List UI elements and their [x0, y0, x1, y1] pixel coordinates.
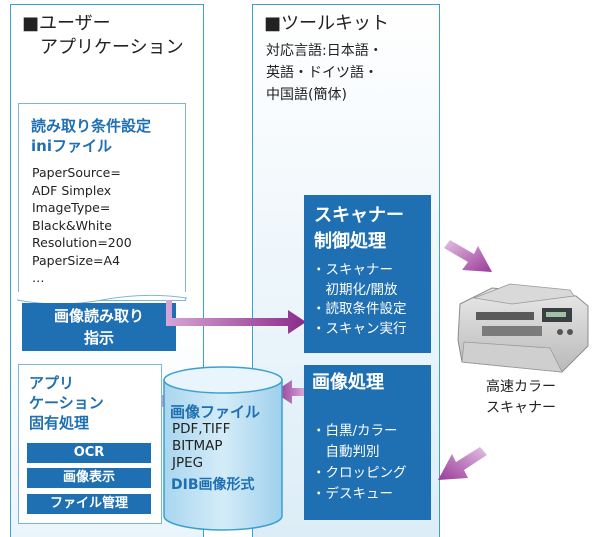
scanner-label: 高速カラー スキャナー [486, 379, 556, 416]
scan-instruction-label: 画像読み取り 指示 [53, 307, 144, 347]
ini-file-document: 読み取り条件設定 iniファイル PaperSource= ADF Simple… [18, 103, 186, 301]
ini-file-title: 読み取り条件設定 iniファイル [31, 117, 152, 155]
image-file-cylinder [163, 366, 283, 531]
scanner-control-items: ・スキャナー 初期化/開放 ・読取条件設定 ・スキャン実行 [312, 262, 407, 337]
toolkit-panel-title: ■ツールキット [264, 13, 390, 34]
image-display-button: 画像表示 [27, 468, 151, 488]
to-scanner-arrow [444, 240, 492, 272]
scanner-control-title: スキャナー 制御処理 [314, 205, 404, 252]
scanner-control-box: スキャナー 制御処理 ・スキャナー 初期化/開放 ・読取条件設定 ・スキャン実行 [304, 195, 431, 353]
ini-file-contents: PaperSource= ADF Simplex ImageType= Blac… [32, 165, 132, 285]
user-panel-title: ■ユーザー アプリケーション [22, 13, 184, 58]
instruction-arrow-shape [166, 300, 306, 334]
file-management-button: ファイル管理 [27, 494, 151, 514]
from-scanner-arrow [438, 447, 487, 480]
scan-instruction-box: 画像読み取り 指示 [22, 303, 176, 351]
image-processing-box: 画像処理 ・白黒/カラー 自動判別 ・クロッピング ・デスキュー [304, 365, 431, 520]
image-file-arrow [274, 380, 304, 404]
dib-format-label: DIB画像形式 [171, 477, 255, 493]
image-processing-items: ・白黒/カラー 自動判別 ・クロッピング ・デスキュー [312, 423, 407, 502]
app-processing-title: アプリ ケーション 固有処理 [29, 374, 104, 432]
supported-languages: 対応言語:日本語・ 英語・ドイツ語・ 中国語(簡体) [266, 43, 383, 103]
ocr-button: OCR [27, 443, 151, 463]
image-processing-title: 画像処理 [312, 372, 384, 393]
image-file-title: 画像ファイル [170, 403, 261, 421]
image-file-formats: PDF,TIFF BITMAP JPEG [172, 421, 231, 471]
scanner-icon [457, 283, 589, 373]
